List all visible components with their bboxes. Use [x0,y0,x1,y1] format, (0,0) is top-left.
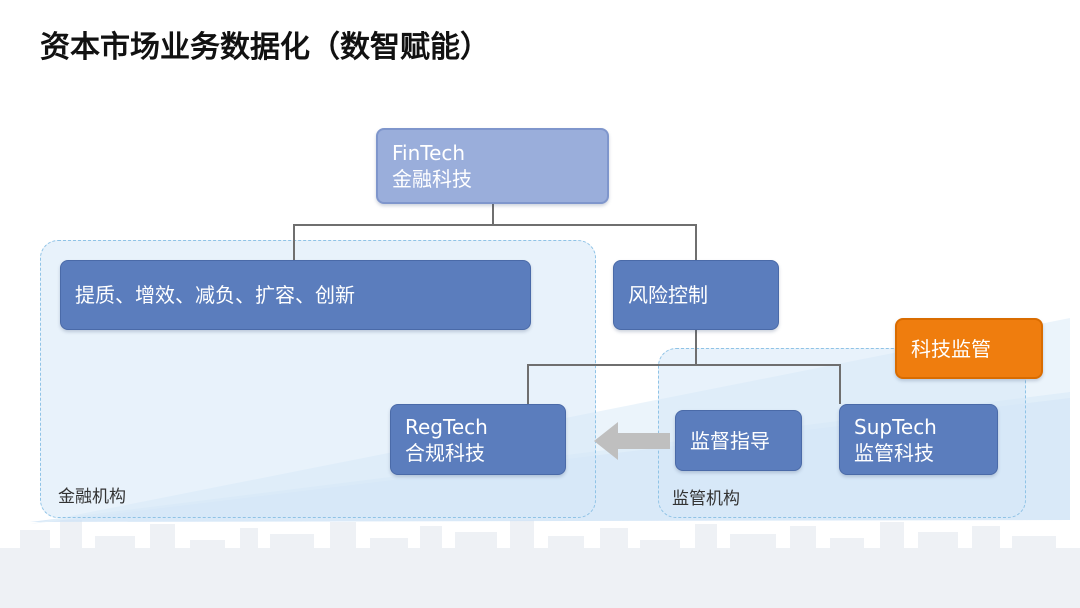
connector-fintech-down [492,203,494,225]
suptech-node: SupTech 监管科技 [839,404,998,475]
fintech-node: FinTech 金融科技 [376,128,609,204]
benefits-node: 提质、增效、减负、扩容、创新 [60,260,531,330]
left-arrow-icon [594,422,670,460]
suptech-line2: 监管科技 [854,440,934,465]
skyline-decoration [0,520,1080,608]
risk-control-label: 风险控制 [628,283,708,307]
regtech-line1: RegTech [405,414,488,439]
supervision-guidance-node: 监督指导 [675,410,802,471]
connector-to-risk-control [695,224,697,260]
financial-institutions-label: 金融机构 [58,487,126,507]
tech-supervision-node: 科技监管 [895,318,1043,379]
regtech-line2: 合规科技 [405,440,485,465]
connector-to-benefits [293,224,295,260]
fintech-line2: 金融科技 [392,167,472,191]
tech-supervision-label: 科技监管 [911,336,991,361]
suptech-line1: SupTech [854,414,937,439]
connector-to-suptech [839,364,841,404]
regulatory-agencies-label: 监管机构 [672,489,740,509]
connector-lower-horizontal [527,364,840,366]
connector-risk-control-down [695,330,697,365]
supervision-guidance-label: 监督指导 [690,428,770,453]
page-title: 资本市场业务数据化（数智赋能） [40,30,490,65]
connector-to-regtech [527,364,529,404]
fintech-line1: FinTech [392,141,466,165]
benefits-label: 提质、增效、减负、扩容、创新 [75,283,355,307]
risk-control-node: 风险控制 [613,260,779,330]
regtech-node: RegTech 合规科技 [390,404,566,475]
connector-top-horizontal [293,224,696,226]
